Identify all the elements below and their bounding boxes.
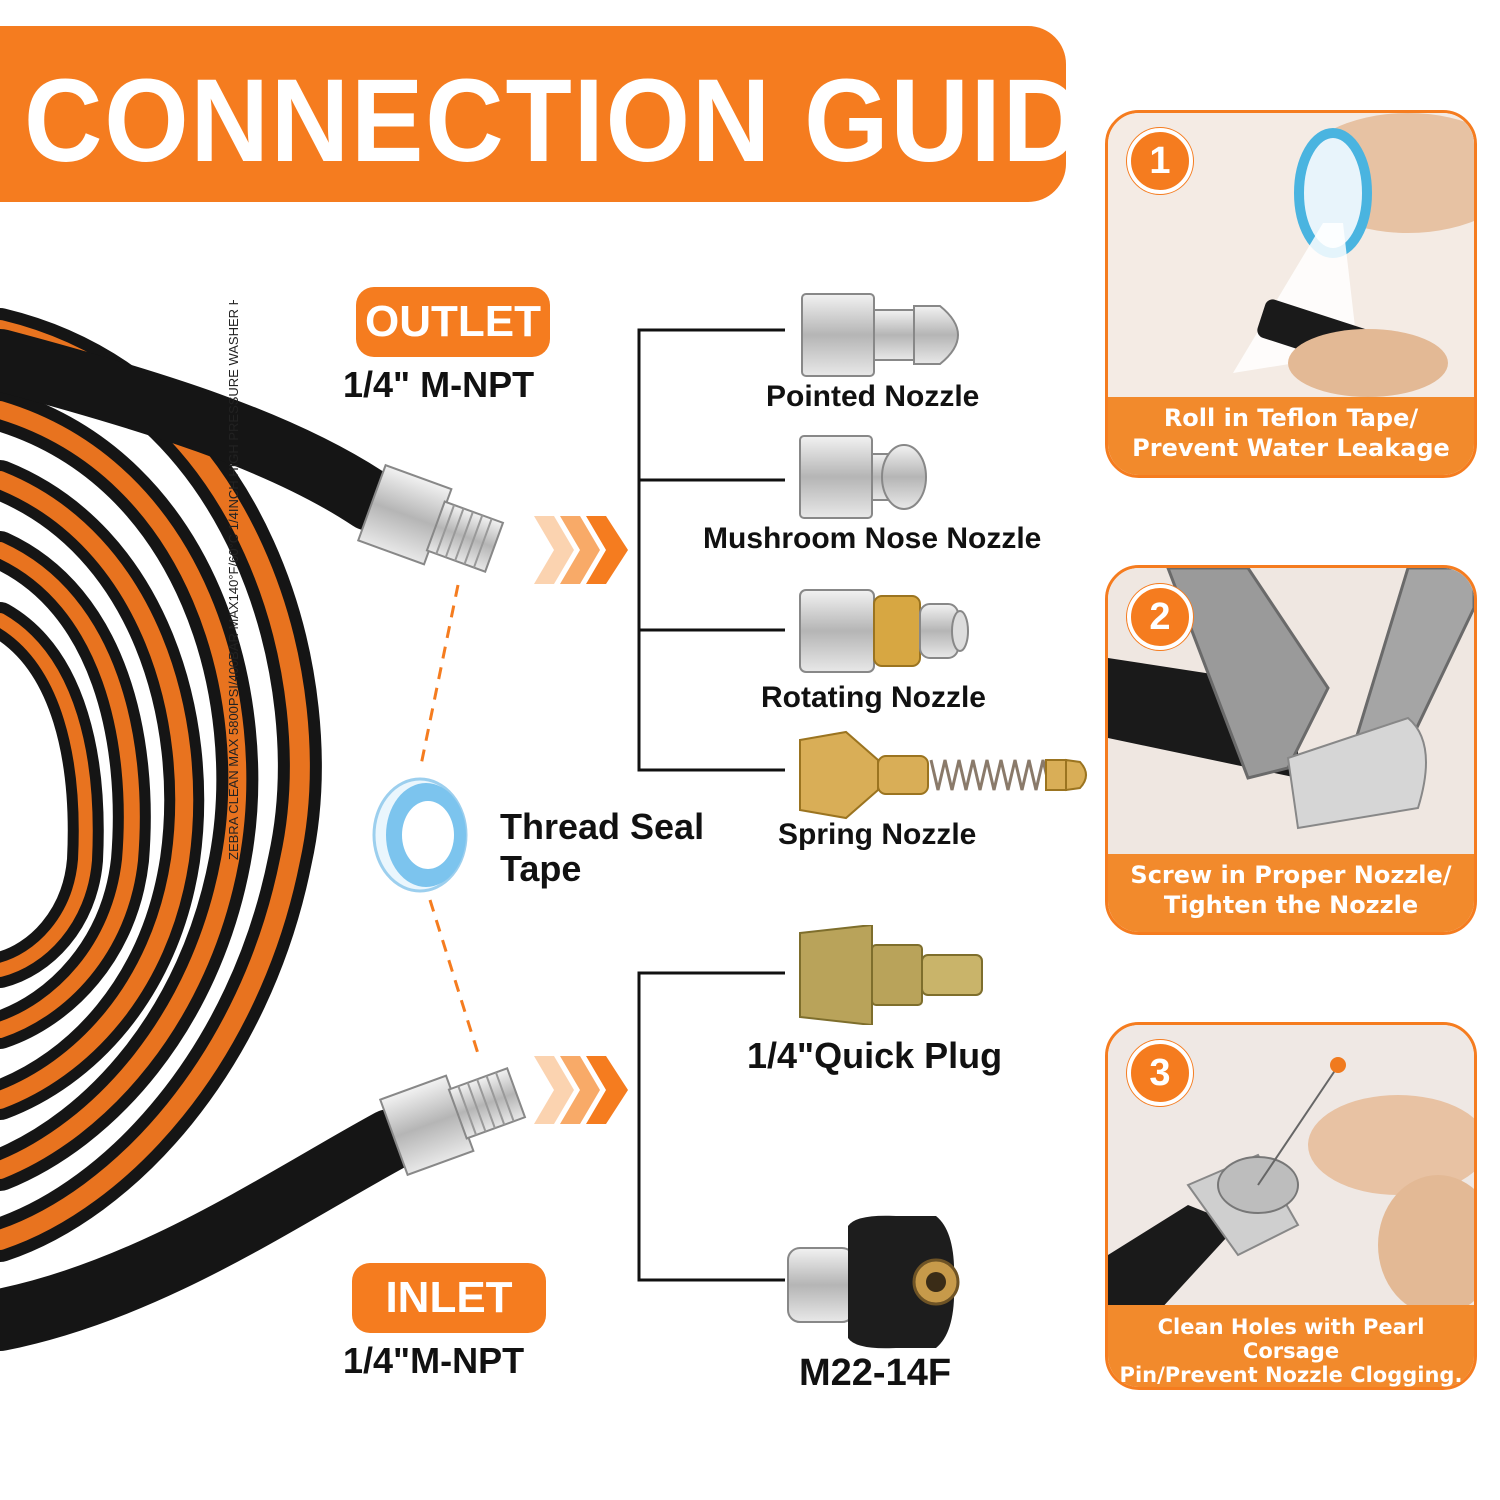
step-number-1: 1 [1127, 128, 1193, 194]
mushroom-nose-nozzle-label: Mushroom Nose Nozzle [703, 522, 1042, 555]
step-number-3: 3 [1127, 1040, 1193, 1106]
header-banner [0, 26, 1066, 202]
bracket-lines [637, 328, 785, 1282]
quick-plug-label: 1/4"Quick Plug [747, 1035, 1003, 1076]
m22-coupler-icon [787, 1215, 960, 1349]
mushroom-nose-nozzle-icon [799, 435, 927, 519]
spring-nozzle-icon [799, 730, 1087, 820]
step-3-caption-line2: Pin/Prevent Nozzle Clogging. [1119, 1363, 1463, 1387]
step-3-caption-line1: Clean Holes with Pearl Corsage [1157, 1315, 1425, 1363]
thread-seal-label-line1: Thread Seal [500, 806, 705, 847]
m22-14f-label: M22-14F [799, 1352, 952, 1394]
thread-seal-label-line2: Tape [500, 848, 582, 889]
inlet-chevron-arrows-icon [534, 1056, 628, 1124]
wrench-tighten-photo [1108, 568, 1474, 860]
step-2-caption-line2: Tighten the Nozzle [1163, 891, 1419, 919]
outlet-spec: 1/4" M-NPT [343, 364, 535, 405]
outlet-chevron-arrows-icon [534, 516, 628, 584]
page-title: CONNECTION GUIDE [24, 55, 1158, 187]
teflon-tape-photo [1108, 113, 1474, 403]
inlet-fitting-icon [378, 1067, 527, 1177]
tape-connector-lines [418, 584, 482, 1061]
pointed-nozzle-icon [801, 293, 959, 377]
step-2-caption: Screw in Proper Nozzle/ Tighten the Nozz… [1108, 854, 1474, 932]
spring-nozzle-label: Spring Nozzle [778, 818, 977, 851]
step-3-caption: Clean Holes with Pearl Corsage Pin/Preve… [1108, 1305, 1474, 1387]
outlet-badge: OUTLET [356, 287, 550, 357]
inlet-spec: 1/4"M-NPT [343, 1340, 525, 1381]
thread-seal-tape-icon [372, 777, 468, 893]
inlet-badge: INLET [352, 1263, 546, 1333]
pointed-nozzle-label: Pointed Nozzle [766, 380, 980, 413]
step-1-caption: Roll in Teflon Tape/ Prevent Water Leaka… [1108, 397, 1474, 475]
thread-seal-tape-label: Thread Seal Tape [500, 806, 730, 890]
quick-plug-icon [799, 925, 983, 1025]
hose-print-text: ZEBRA CLEAN MAX 5800PSI/400BAR MAX140°F/… [226, 300, 241, 860]
step-1-caption-line2: Prevent Water Leakage [1132, 434, 1450, 462]
step-1-caption-line1: Roll in Teflon Tape/ [1163, 404, 1419, 432]
step-2-caption-line1: Screw in Proper Nozzle/ [1130, 861, 1452, 889]
rotating-nozzle-icon [799, 589, 969, 673]
rotating-nozzle-label: Rotating Nozzle [761, 681, 986, 714]
outlet-fitting-icon [356, 463, 505, 573]
step-number-2: 2 [1127, 584, 1193, 650]
hose-coil-illustration: ZEBRA CLEAN MAX 5800PSI/400BAR MAX140°F/… [0, 300, 421, 1351]
